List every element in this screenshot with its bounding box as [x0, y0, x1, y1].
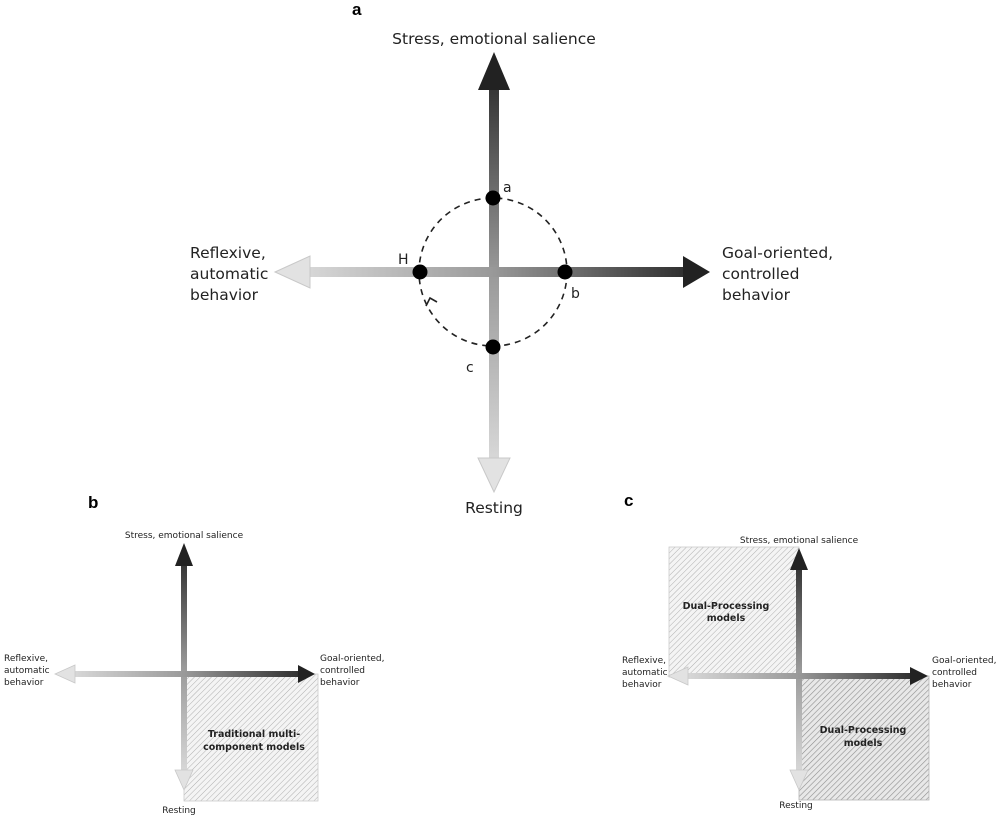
panel-a-point-a	[485, 190, 501, 206]
panel-c-horizontal-axis	[685, 673, 911, 679]
panel-b-traditional-region	[183, 673, 319, 802]
panel-b-down-arrowhead	[174, 769, 194, 791]
panel-c-letter: c	[624, 491, 633, 510]
panel-b-left-arrowhead	[54, 664, 76, 684]
panel-c-box1-label-line1: Dual-Processing	[683, 601, 770, 612]
panel-c-box2-label-line2: models	[844, 738, 883, 749]
panel-a-right-label-line2: controlled	[722, 265, 799, 283]
panel-a-point-c	[485, 339, 501, 355]
panel-c-box2-label-line1: Dual-Processing	[820, 725, 907, 736]
panel-a-down-arrowhead	[477, 457, 511, 494]
panel-a-right-label-line1: Goal-oriented,	[722, 244, 833, 262]
panel-c-right-label-line3: behavior	[932, 680, 972, 690]
panel-a-point-b	[557, 264, 573, 280]
panel-b-box-label-line2: component models	[203, 742, 305, 753]
panel-c-left-label-line3: behavior	[622, 680, 662, 690]
panel-a-top-label: Stress, emotional salience	[392, 30, 596, 48]
panel-c-left-label-line2: automatic	[622, 668, 668, 678]
panel-a-letter: a	[352, 0, 362, 19]
panel-a-point-a-label: a	[503, 180, 512, 196]
panel-a: a a b c H Stress, emotional salience Res…	[190, 0, 833, 517]
panel-a-left-label-line2: automatic	[190, 265, 268, 283]
panel-c-left-arrowhead	[667, 666, 689, 686]
panel-c-top-label: Stress, emotional salience	[740, 536, 859, 546]
panel-a-bottom-label: Resting	[465, 499, 523, 517]
panel-a-point-h-label: H	[398, 252, 409, 268]
panel-a-horizontal-axis	[305, 267, 690, 277]
panel-b-bottom-label: Resting	[162, 806, 196, 816]
panel-a-point-h	[412, 264, 428, 280]
panel-c: c Stress, emotional salience Resting Ref…	[622, 491, 997, 811]
panel-a-left-label-line3: behavior	[190, 286, 259, 304]
panel-c-dual-processing-region-top-left	[668, 546, 800, 678]
panel-b-vertical-axis	[181, 562, 187, 772]
panel-b-right-arrowhead	[298, 665, 315, 683]
panel-a-cycle-arrow	[425, 296, 438, 307]
panel-c-right-label-line1: Goal-oriented,	[932, 656, 997, 666]
panel-c-dual-processing-region-bottom-right	[798, 675, 930, 801]
panel-b-horizontal-axis	[72, 671, 300, 677]
panel-b-right-label-line2: controlled	[320, 666, 365, 676]
panel-b-left-label-line2: automatic	[4, 666, 50, 676]
panel-a-left-arrowhead	[273, 255, 311, 289]
panel-a-point-c-label: c	[466, 360, 474, 376]
panel-b-left-label-line3: behavior	[4, 678, 44, 688]
panel-c-up-arrowhead	[790, 548, 808, 570]
panel-b-left-label-line1: Reflexive,	[4, 654, 48, 664]
panel-b-top-label: Stress, emotional salience	[125, 531, 244, 541]
panel-c-box1-label-line2: models	[707, 613, 746, 624]
panel-a-right-arrowhead	[683, 256, 710, 288]
panel-c-vertical-axis	[796, 566, 802, 772]
panel-c-left-label-line1: Reflexive,	[622, 656, 666, 666]
panel-c-right-label-line2: controlled	[932, 668, 977, 678]
panel-b-box-label-line1: Traditional multi-	[208, 729, 300, 740]
panel-c-down-arrowhead	[789, 769, 809, 791]
panel-b-up-arrowhead	[175, 543, 193, 566]
panel-a-point-b-label: b	[571, 286, 580, 302]
panel-a-up-arrowhead	[478, 52, 510, 90]
panel-a-right-label-line3: behavior	[722, 286, 791, 304]
panel-a-left-label-line1: Reflexive,	[190, 244, 266, 262]
panel-b-letter: b	[88, 493, 98, 512]
panel-b-right-label-line3: behavior	[320, 678, 360, 688]
panel-c-right-arrowhead	[910, 667, 928, 685]
panel-b-right-label-line1: Goal-oriented,	[320, 654, 385, 664]
panel-c-bottom-label: Resting	[779, 801, 813, 811]
panel-b: b Stress, emotional salience Resting Ref…	[4, 493, 385, 816]
